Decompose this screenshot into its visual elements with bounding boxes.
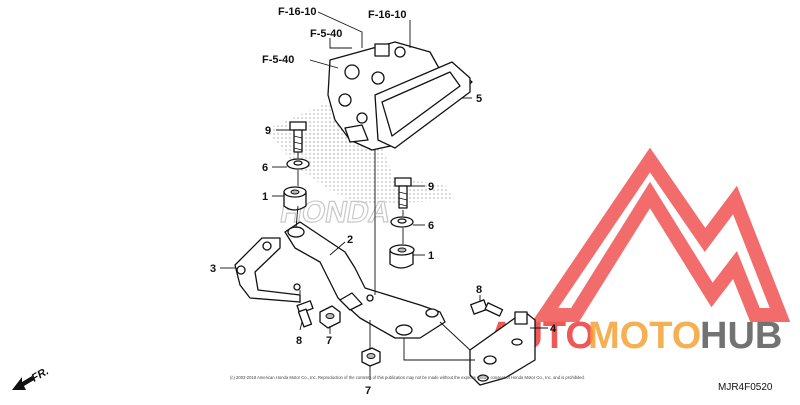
leader-lines (220, 11, 548, 380)
callout-1-left: 1 (262, 191, 268, 203)
callout-9-left: 9 (265, 125, 271, 137)
callout-6-right: 6 (428, 220, 434, 232)
copyright-notice: (c) 2003-2018 American Honda Motor Co., … (230, 375, 585, 380)
callout-3: 3 (210, 263, 216, 275)
collar-6-right (390, 216, 414, 228)
callout-7-bottom: 7 (365, 385, 371, 397)
callout-1-right: 1 (428, 250, 434, 262)
front-arrow-icon (12, 376, 34, 390)
rubber-mount-1-left (283, 186, 307, 211)
rubber-mount-1-right (389, 244, 415, 269)
bolt-8-left (296, 300, 314, 328)
abs-modulator-unit (327, 41, 473, 151)
callout-numbers: 5 9 6 1 9 6 1 2 3 8 7 8 4 7 (210, 93, 557, 397)
callout-2: 2 (347, 234, 353, 246)
ref-f16-right: F-16-10 (368, 9, 407, 21)
nut-7-left (319, 305, 341, 329)
bolt-9-right (394, 177, 412, 209)
stay-bracket-3 (234, 237, 301, 303)
watermark-hub: HUB (700, 315, 782, 357)
diagram-code: MJR4F0520 (718, 382, 773, 393)
bolt-9-left (289, 121, 307, 153)
callout-4: 4 (550, 323, 557, 335)
automotohub-watermark: AUTO MOTO HUB (488, 147, 791, 357)
collar-6-left (286, 158, 310, 170)
front-label: FR. (30, 365, 51, 384)
main-bracket-2 (284, 221, 446, 339)
ref-f540-left: F-5-40 (262, 54, 294, 66)
callout-7-left: 7 (326, 335, 332, 347)
bolt-8-right (470, 299, 504, 317)
callout-9-right: 9 (428, 181, 434, 193)
reference-labels: F-16-10 F-16-10 F-5-40 F-5-40 (262, 6, 407, 66)
ref-f16-left: F-16-10 (278, 6, 317, 18)
nut-7-bottom (361, 347, 381, 367)
callout-5: 5 (476, 93, 482, 105)
ref-f540-top: F-5-40 (310, 28, 342, 40)
callout-8-right: 8 (476, 284, 482, 296)
callout-8-left: 8 (296, 335, 302, 347)
front-direction-indicator: FR. (12, 365, 51, 390)
watermark-moto: MOTO (588, 315, 701, 357)
bracket-4 (469, 311, 536, 386)
callout-6-left: 6 (262, 162, 268, 174)
